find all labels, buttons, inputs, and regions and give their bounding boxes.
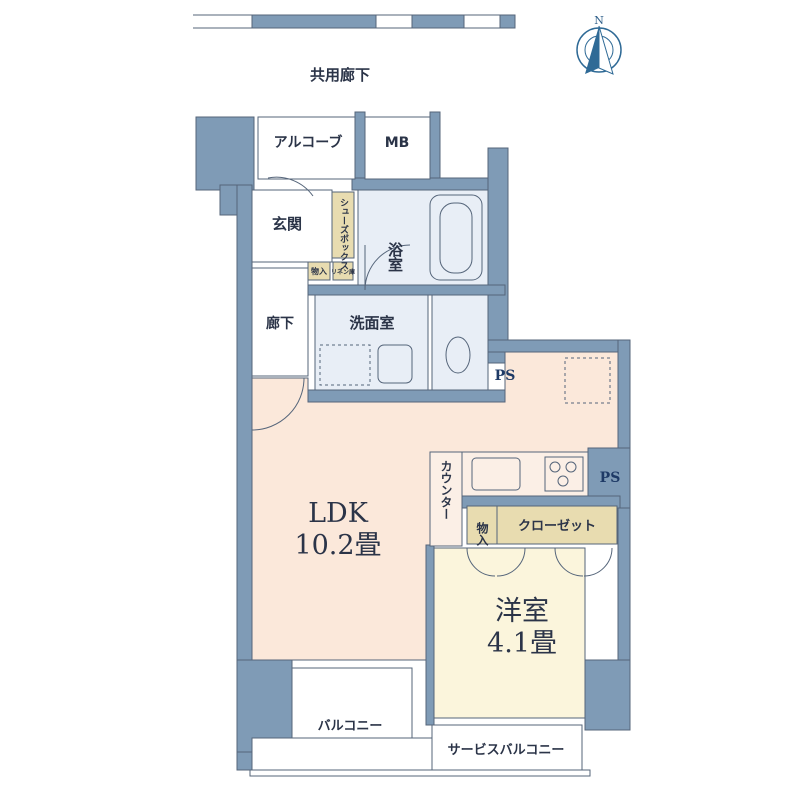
washroom-area [314, 294, 429, 391]
hallway-area [251, 267, 309, 377]
common-corridor-label: 共用廊下 [310, 66, 370, 84]
ps-label: PS [600, 470, 621, 486]
walls [195, 111, 631, 777]
stove-icon [544, 456, 584, 492]
linen-closet[interactable] [332, 261, 354, 281]
counter-label: カウンター [439, 460, 453, 520]
corridor-strip [193, 14, 516, 29]
shoe-box[interactable] [331, 191, 355, 259]
entrance-label: 玄関 [272, 215, 302, 233]
door-icon [251, 377, 305, 431]
mb-label: MB [385, 135, 410, 151]
western-room-name: 洋室 [495, 596, 549, 627]
storage-label: 物入 [475, 521, 489, 547]
kitchen-sink-icon [471, 457, 521, 491]
toilet-icon [445, 336, 471, 374]
closet[interactable] [496, 505, 618, 545]
bathroom-area [357, 189, 489, 286]
alcove-area [257, 116, 356, 180]
service-balcony-label: サービスバルコニー [448, 742, 565, 758]
washroom-label: 洗面室 [349, 314, 394, 332]
bathroom-label: 浴室 [386, 241, 404, 272]
linen-label: リネン庫 [331, 268, 355, 276]
entrance-area [251, 189, 333, 263]
ps-label: PS [495, 368, 516, 384]
mb-area [364, 116, 431, 180]
sink-icon [377, 344, 413, 384]
alcove-label: アルコーブ [274, 134, 343, 151]
washer-space-icon [319, 344, 371, 386]
balcony-label: バルコニー [318, 719, 383, 734]
counter [429, 451, 463, 547]
ldk-area [251, 351, 619, 661]
service-balcony-area [431, 724, 583, 771]
toilet-area [431, 294, 489, 391]
ldk-size: 10.2畳 [294, 530, 381, 561]
hallway-label: 廊下 [266, 315, 294, 332]
bathroom-door-icon [364, 244, 411, 291]
front-door-icon [267, 176, 314, 197]
balcony-area [291, 667, 413, 739]
western-room-size: 4.1畳 [487, 628, 557, 659]
closet-door-icon [466, 547, 613, 577]
svg-text:N: N [594, 14, 604, 27]
closet-label: クローゼット [518, 518, 596, 534]
ceiling-vent-icon [564, 357, 611, 404]
western-room-area [433, 547, 586, 719]
small-storage-label: 物入 [311, 266, 327, 276]
shoe-box-label: シューズボックス [338, 198, 349, 270]
ldk-name: LDK [308, 498, 369, 529]
bathtub-icon [429, 194, 483, 281]
north-arrow-icon: N [576, 14, 622, 75]
